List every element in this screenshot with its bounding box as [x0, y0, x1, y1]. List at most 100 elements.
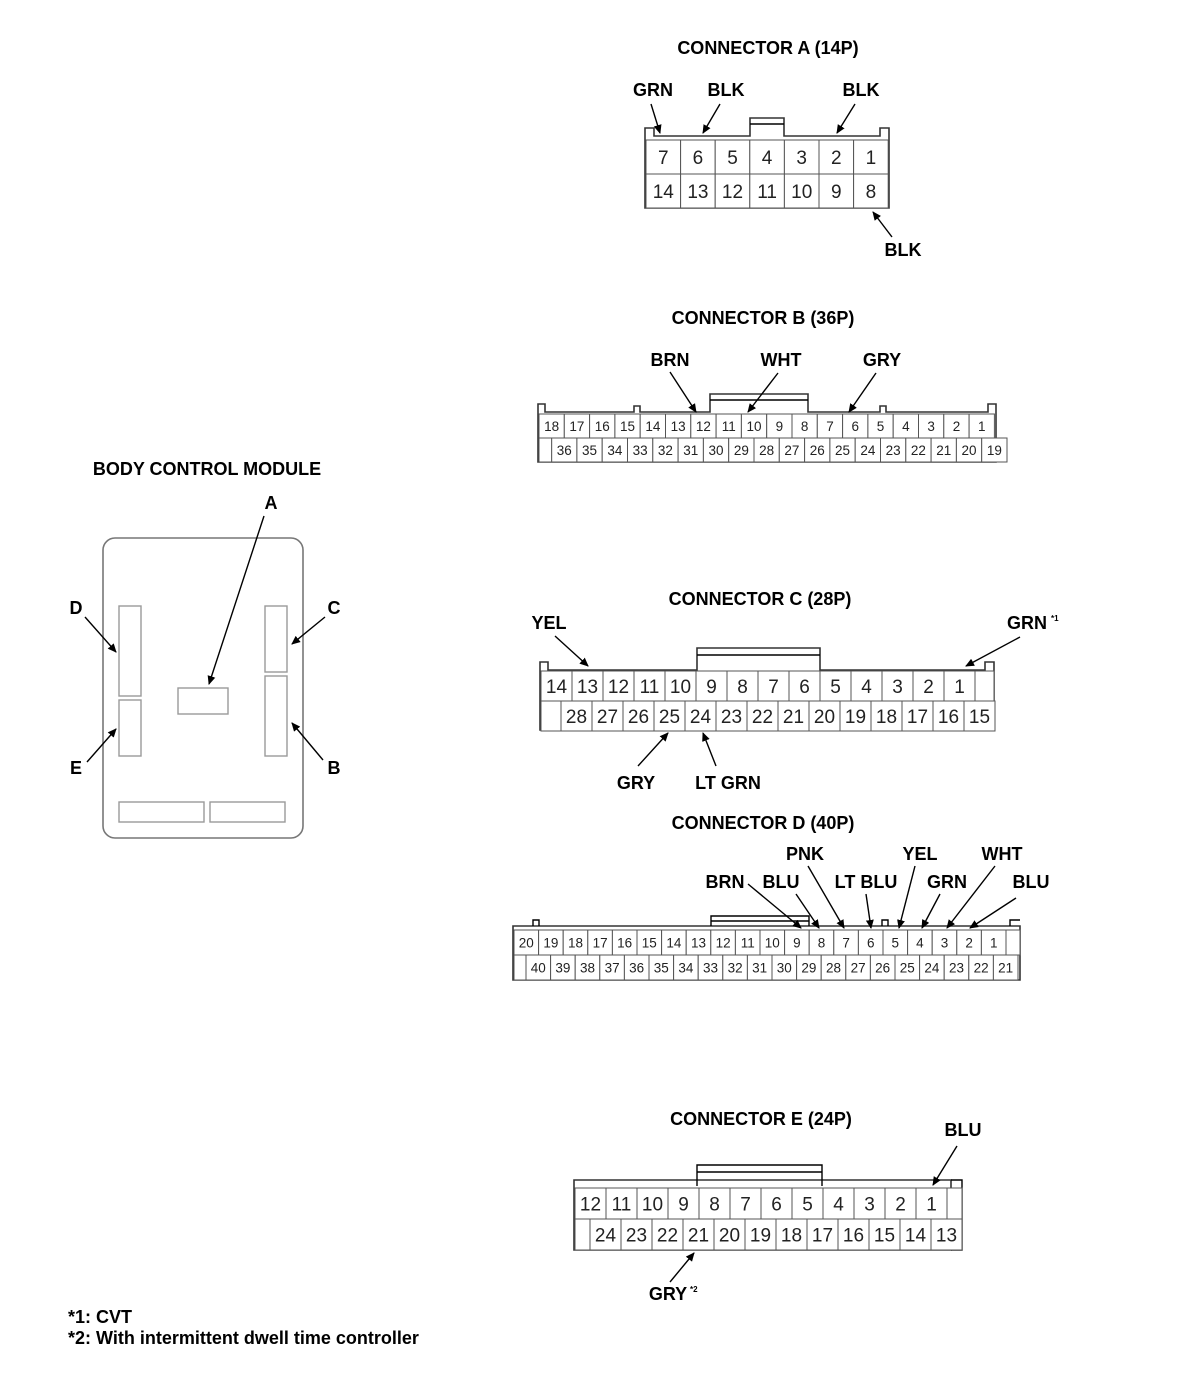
pin-number: 29 — [801, 960, 816, 975]
pin-cell — [963, 700, 996, 732]
pin-number: 9 — [831, 182, 842, 203]
pin-number: 20 — [719, 1225, 740, 1246]
pin-number: 39 — [555, 960, 570, 975]
pin-number: 13 — [577, 677, 598, 698]
connector-a-leader-blk-2 — [836, 103, 856, 134]
pin-number: 5 — [802, 1194, 813, 1215]
module-leader-e — [86, 728, 117, 763]
pin-cell — [620, 1218, 653, 1251]
pin-cell — [744, 1218, 777, 1251]
pin-cell — [806, 1218, 839, 1251]
pin-number: 12 — [608, 677, 629, 698]
pin-cell — [992, 954, 1019, 981]
connector-b-title: CONNECTOR B (36P) — [672, 308, 855, 328]
pin-cell — [868, 1218, 901, 1251]
pin-cell — [749, 173, 785, 209]
pin-number: 5 — [892, 935, 900, 950]
pin-number: 4 — [861, 677, 872, 698]
pin-number: 12 — [696, 419, 711, 434]
connector-b-wire-brn: BRN — [651, 350, 690, 370]
pin-number: 21 — [998, 960, 1013, 975]
pin-cell — [740, 413, 768, 439]
pin-number: 28 — [826, 960, 841, 975]
pin-number: 3 — [941, 935, 949, 950]
pin-number: 8 — [818, 935, 826, 950]
pin-number: 12 — [580, 1194, 601, 1215]
pin-cell — [574, 1187, 607, 1220]
connector-d-wire-blu-8: BLU — [763, 872, 800, 892]
pin-number: 30 — [709, 443, 724, 458]
body-control-module: BODY CONTROL MODULE A D C E B — [70, 459, 341, 839]
pin-cell — [680, 173, 716, 209]
pin-number: 22 — [657, 1225, 678, 1246]
pin-number: 3 — [892, 677, 903, 698]
pin-number: 2 — [953, 419, 961, 434]
footnotes: *1: CVT *2: With intermittent dwell time… — [68, 1307, 419, 1349]
pin-cell — [808, 929, 835, 956]
pin-cell — [943, 670, 976, 702]
pin-number: 10 — [642, 1194, 663, 1215]
pin-cell — [690, 413, 717, 439]
pin-cell — [880, 437, 907, 463]
pin-number: 22 — [752, 707, 773, 728]
pin-cell — [837, 1218, 870, 1251]
connector-c-leader-gry — [637, 732, 669, 767]
pin-number: 34 — [607, 443, 623, 458]
pin-cell — [665, 413, 692, 439]
pin-cell — [623, 954, 650, 981]
connector-d-wire-yel: YEL — [902, 844, 937, 864]
pin-number: 32 — [728, 960, 743, 975]
pin-number: 7 — [842, 935, 850, 950]
connector-c-wire-yel: YEL — [531, 613, 566, 633]
pin-number: 28 — [566, 707, 587, 728]
pin-cell — [783, 173, 820, 209]
connector-a-wire-blk-6: BLK — [708, 80, 745, 100]
pin-number: 14 — [666, 935, 682, 950]
pin-number: 16 — [595, 419, 610, 434]
connector-e-lock — [696, 1164, 823, 1186]
module-leader-d — [84, 616, 117, 653]
connector-d-leader-brn — [747, 883, 802, 929]
pin-number: 11 — [757, 182, 777, 203]
connector-d-wire-lt-blu: LT BLU — [835, 872, 898, 892]
pin-cell — [715, 413, 742, 439]
module-slot-d — [118, 605, 142, 697]
pin-number: 2 — [895, 1194, 906, 1215]
footnote-cvt: *1: CVT — [68, 1307, 133, 1327]
connector-c-wire-grn-note: *1 — [1051, 614, 1059, 623]
pin-number: 16 — [617, 935, 632, 950]
connector-d-leader-grn — [921, 893, 941, 929]
pin-number: 40 — [531, 960, 546, 975]
pin-cell — [728, 437, 755, 463]
pin-cell — [714, 173, 751, 209]
pin-number: 6 — [693, 148, 704, 169]
pin-cell — [667, 1187, 700, 1220]
pin-number: 4 — [902, 419, 910, 434]
pin-cell — [513, 929, 540, 956]
pin-number: 1 — [954, 677, 965, 698]
pin-cell — [912, 670, 945, 702]
pin-number: 17 — [907, 707, 928, 728]
pin-number: 33 — [633, 443, 648, 458]
pin-number: 2 — [923, 677, 934, 698]
pin-number: 1 — [866, 148, 877, 169]
module-slot-bottom-right — [209, 801, 286, 823]
pin-number: 14 — [546, 677, 568, 698]
connector-d-wire-brn: BRN — [706, 872, 745, 892]
pin-number: 35 — [582, 443, 597, 458]
pin-cell — [853, 1187, 886, 1220]
pin-number: 23 — [886, 443, 901, 458]
connector-b-leader-wht — [747, 372, 779, 413]
pin-cell — [611, 929, 638, 956]
pin-cell-empty — [540, 700, 562, 732]
pin-number: 12 — [716, 935, 731, 950]
pin-number: 11 — [741, 935, 755, 950]
connector-d-leader-blu-8 — [795, 893, 820, 929]
pin-number: 8 — [737, 677, 748, 698]
pin-number: 6 — [851, 419, 859, 434]
pin-cell — [905, 437, 932, 463]
